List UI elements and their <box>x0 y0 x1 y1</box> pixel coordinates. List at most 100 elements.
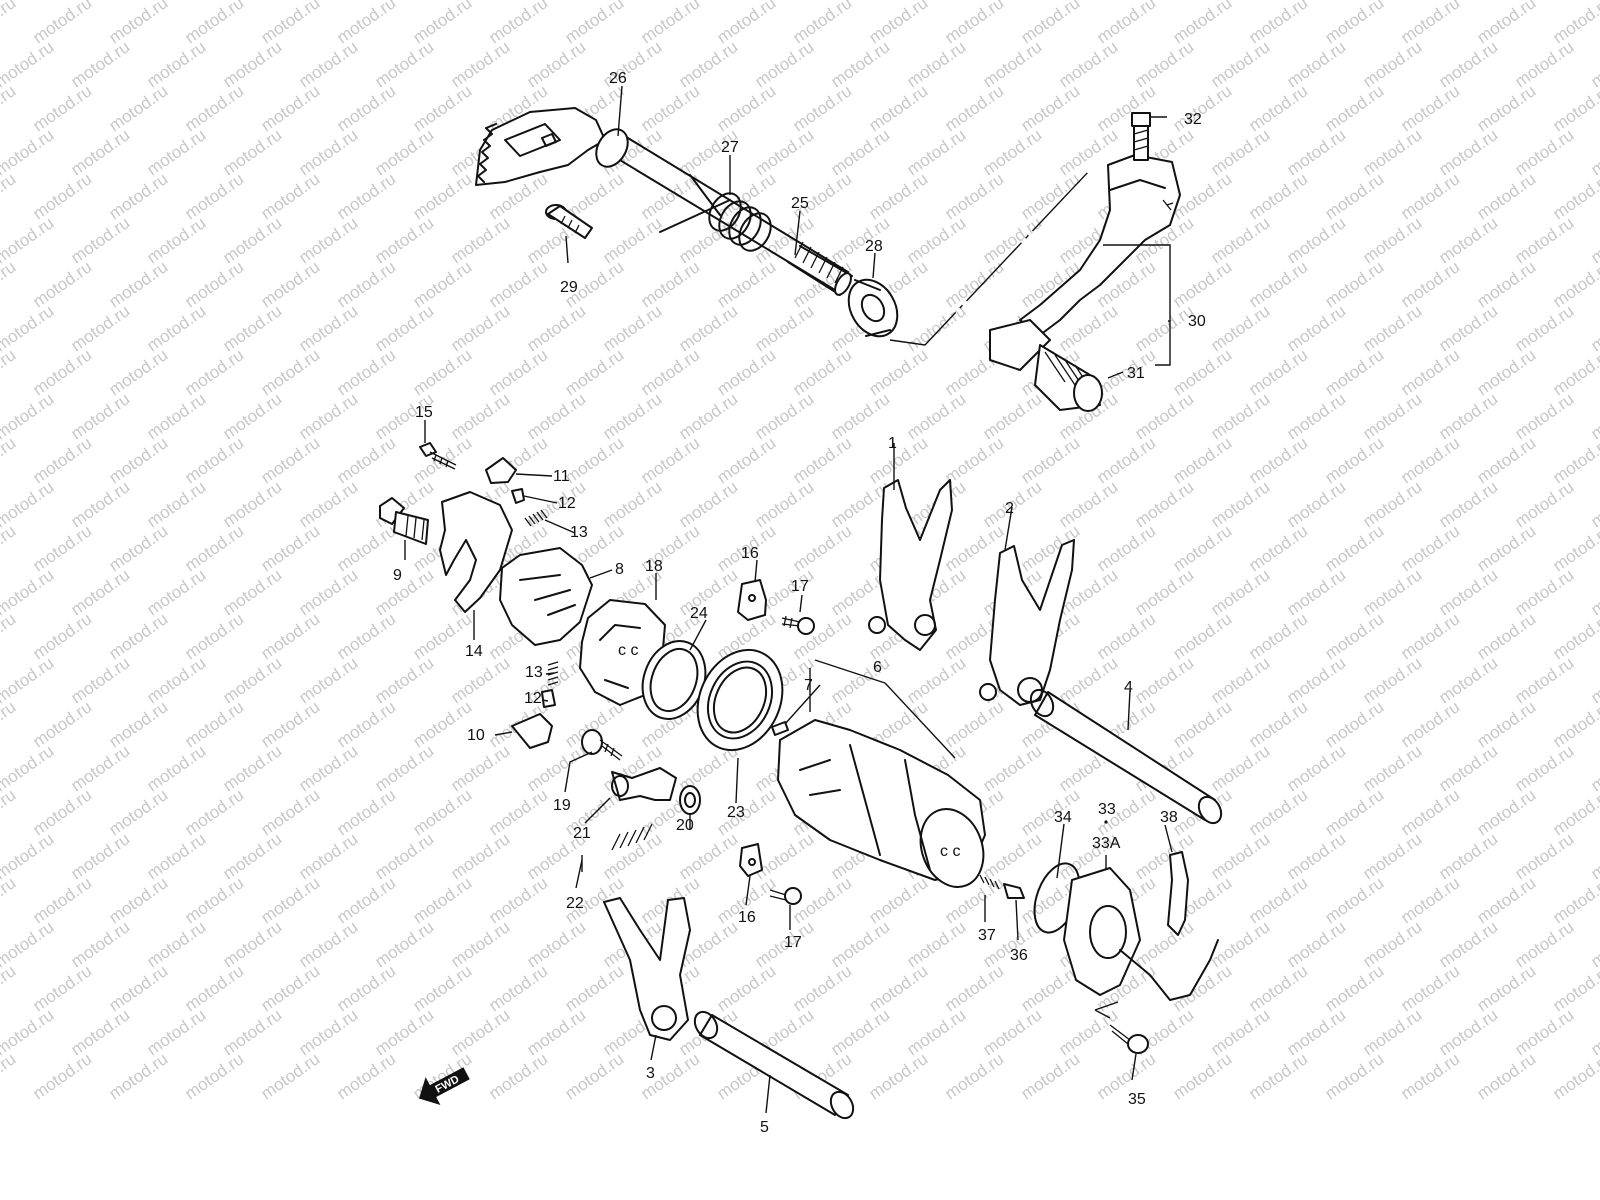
watermark-text: motod.ru <box>1587 565 1600 619</box>
watermark-text: motod.ru <box>1321 345 1387 399</box>
watermark-text: motod.ru <box>295 37 361 91</box>
watermark-text: motod.ru <box>67 125 133 179</box>
callout-37: 37 <box>978 927 996 944</box>
watermark-text: motod.ru <box>371 741 437 795</box>
watermark-text: motod.ru <box>1321 0 1387 47</box>
watermark-text: motod.ru <box>1321 961 1387 1015</box>
watermark-text: motod.ru <box>1397 609 1463 663</box>
callout-35: 35 <box>1128 1091 1146 1108</box>
watermark-text: motod.ru <box>675 565 741 619</box>
watermark-text: motod.ru <box>181 345 247 399</box>
watermark-text: motod.ru <box>1435 477 1501 531</box>
watermark-text: motod.ru <box>865 1049 931 1103</box>
watermark-text: motod.ru <box>1511 829 1577 883</box>
watermark-text: motod.ru <box>105 257 171 311</box>
watermark-text: motod.ru <box>1093 0 1159 47</box>
watermark-text: motod.ru <box>865 345 931 399</box>
gearshift-shaft-assembly <box>475 107 1181 412</box>
watermark-text: motod.ru <box>0 0 19 47</box>
watermark-text: motod.ru <box>1473 257 1539 311</box>
watermark-text: motod.ru <box>1359 565 1425 619</box>
watermark-text: motod.ru <box>1473 0 1539 47</box>
watermark-text: motod.ru <box>865 873 931 927</box>
watermark-text: motod.ru <box>1321 257 1387 311</box>
watermark-text: motod.ru <box>29 81 95 135</box>
watermark-text: motod.ru <box>1473 785 1539 839</box>
watermark-text: motod.ru <box>105 873 171 927</box>
watermark-text: motod.ru <box>1397 697 1463 751</box>
watermark-text: motod.ru <box>713 257 779 311</box>
callout-labels: 1 2 3 4 5 6 7 8 9 10 11 12 12 13 13 14 1… <box>393 70 1206 1136</box>
watermark-text: motod.ru <box>67 301 133 355</box>
watermark-text: motod.ru <box>1207 213 1273 267</box>
shift-cam-assembly: c c c c <box>379 442 986 905</box>
watermark-text: motod.ru <box>295 477 361 531</box>
callout-2: 2 <box>1005 500 1014 517</box>
watermark-text: motod.ru <box>409 169 475 223</box>
watermark-text: motod.ru <box>1245 1049 1311 1103</box>
watermark-text: motod.ru <box>1245 609 1311 663</box>
watermark-text: motod.ru <box>67 389 133 443</box>
callout-33: 33 <box>1098 801 1116 818</box>
watermark-text: motod.ru <box>675 477 741 531</box>
watermark-text: motod.ru <box>599 389 665 443</box>
watermark-text: motod.ru <box>371 1005 437 1059</box>
callout-32: 32 <box>1184 111 1202 128</box>
callout-33-dot <box>1104 820 1108 824</box>
watermark-text: motod.ru <box>1131 565 1197 619</box>
watermark-text: motod.ru <box>257 345 323 399</box>
watermark-text: motod.ru <box>1587 741 1600 795</box>
callout-15: 15 <box>415 404 433 421</box>
callout-14: 14 <box>465 643 483 660</box>
callout-13b: 13 <box>525 664 543 681</box>
callout-20: 20 <box>676 817 694 834</box>
watermark-text: motod.ru <box>0 81 19 135</box>
watermark-text: motod.ru <box>637 345 703 399</box>
watermark-text: motod.ru <box>1245 0 1311 47</box>
watermark-text: motod.ru <box>1511 1005 1577 1059</box>
watermark-text: motod.ru <box>333 345 399 399</box>
watermark-text: motod.ru <box>105 521 171 575</box>
watermark-text: motod.ru <box>751 389 817 443</box>
watermark-text: motod.ru <box>105 1049 171 1103</box>
watermark-text: motod.ru <box>333 961 399 1015</box>
watermark-text: motod.ru <box>143 37 209 91</box>
watermark-text: motod.ru <box>1549 0 1600 47</box>
watermark-text: motod.ru <box>675 829 741 883</box>
watermark-text: motod.ru <box>67 829 133 883</box>
watermark-text: motod.ru <box>1207 125 1273 179</box>
watermark-text: motod.ru <box>143 741 209 795</box>
watermark-text: motod.ru <box>903 1005 969 1059</box>
watermark-text: motod.ru <box>333 1049 399 1103</box>
watermark-text: motod.ru <box>181 433 247 487</box>
watermark-text: motod.ru <box>295 1005 361 1059</box>
watermark-text: motod.ru <box>1017 0 1083 47</box>
watermark-text: motod.ru <box>599 477 665 531</box>
watermark-text: motod.ru <box>1397 521 1463 575</box>
watermark-text: motod.ru <box>1511 917 1577 971</box>
watermark-text: motod.ru <box>979 37 1045 91</box>
watermark-text: motod.ru <box>1397 257 1463 311</box>
watermark-text: motod.ru <box>143 653 209 707</box>
watermark-text: motod.ru <box>333 257 399 311</box>
watermark-text: motod.ru <box>751 301 817 355</box>
watermark-text: motod.ru <box>1093 521 1159 575</box>
callout-7: 7 <box>804 677 813 694</box>
watermark-text: motod.ru <box>257 433 323 487</box>
watermark-text: motod.ru <box>1511 37 1577 91</box>
watermark-text: motod.ru <box>1169 345 1235 399</box>
watermark-text: motod.ru <box>903 389 969 443</box>
watermark-text: motod.ru <box>1435 389 1501 443</box>
callout-34: 34 <box>1054 809 1072 826</box>
watermark-text: motod.ru <box>295 213 361 267</box>
watermark-text: motod.ru <box>1549 1049 1600 1103</box>
watermark-text: motod.ru <box>105 433 171 487</box>
watermark-text: motod.ru <box>67 37 133 91</box>
watermark-text: motod.ru <box>0 345 19 399</box>
watermark-text: motod.ru <box>295 389 361 443</box>
watermark-text: motod.ru <box>1359 213 1425 267</box>
watermark-text: motod.ru <box>257 257 323 311</box>
watermark-text: motod.ru <box>1283 741 1349 795</box>
watermark-text: motod.ru <box>789 345 855 399</box>
watermark-text: motod.ru <box>295 741 361 795</box>
